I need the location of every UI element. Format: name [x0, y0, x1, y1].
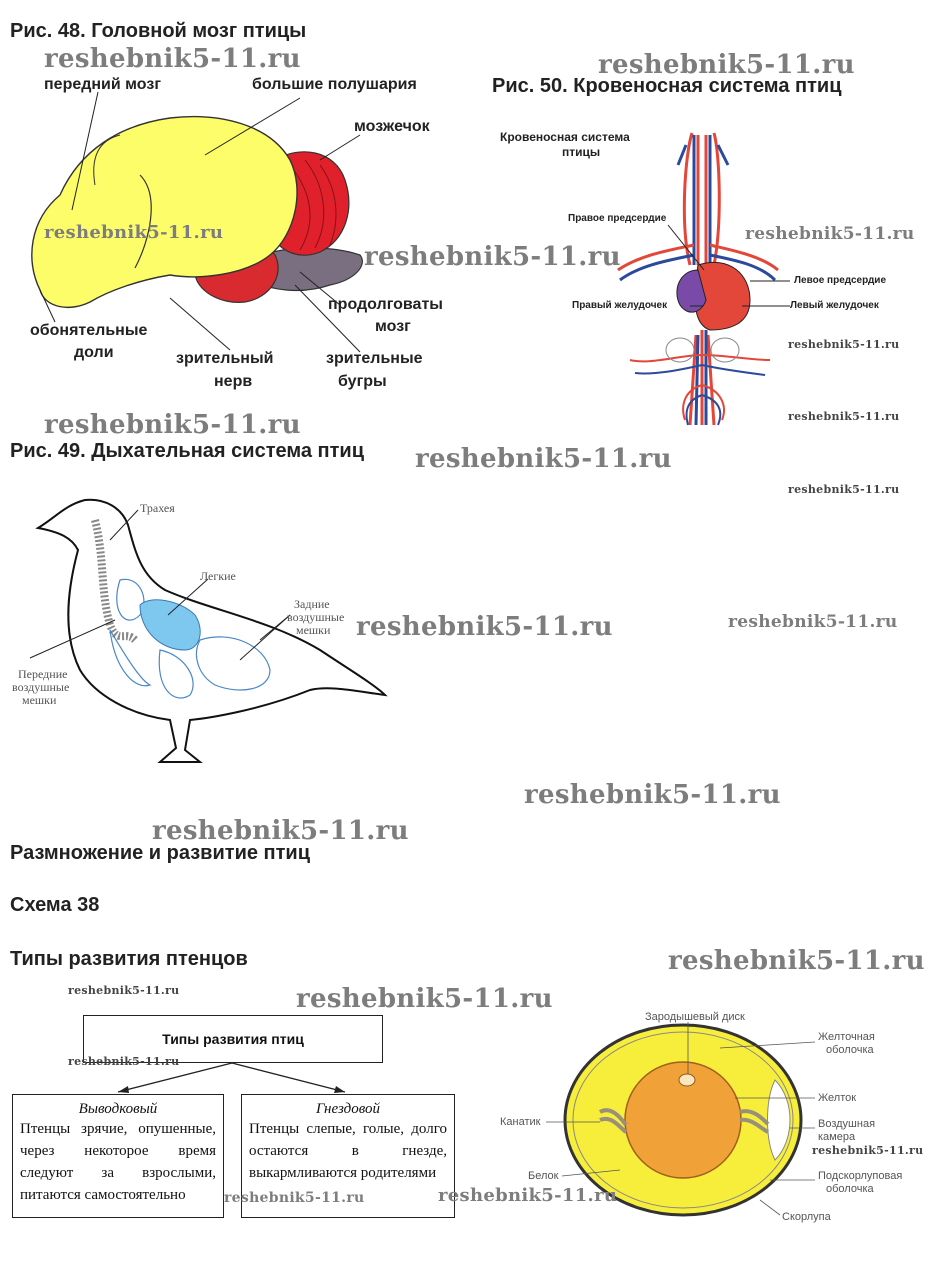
watermark: reshebnik5-11.ru: [356, 612, 613, 642]
label-olfactory-1: обонятельные: [30, 322, 148, 339]
label-shell-membrane-1: Подскорлуповая: [818, 1170, 903, 1182]
air-chamber-shape: [767, 1079, 791, 1161]
watermark: reshebnik5-11.ru: [44, 44, 301, 74]
label-albumen: Белок: [528, 1170, 559, 1182]
watermark: reshebnik5-11.ru: [788, 338, 900, 351]
watermark: reshebnik5-11.ru: [224, 1190, 365, 1206]
watermark: reshebnik5-11.ru: [438, 1185, 618, 1206]
label-cerebellum: мозжечок: [354, 118, 430, 135]
watermark: reshebnik5-11.ru: [524, 780, 781, 810]
fig50-title: Рис. 50. Кровеносная система птиц: [492, 75, 842, 97]
watermark: reshebnik5-11.ru: [788, 483, 900, 496]
diagram-root-box: Типы развития птиц: [83, 1015, 383, 1063]
label-forebrain: передний мозг: [44, 76, 161, 93]
watermark: reshebnik5-11.ru: [68, 1055, 180, 1068]
label-left-ventricle: Левый желудочек: [790, 300, 879, 311]
label-yolk-membrane-1: Желточная: [818, 1031, 875, 1043]
fig50-inner-title-1: Кровеносная система: [500, 130, 630, 144]
lung-shape: [139, 599, 201, 651]
label-optic-lobes-2: бугры: [338, 373, 387, 390]
label-anterior-1: Передние: [18, 667, 68, 681]
label-left-atrium: Левое предсердие: [794, 275, 887, 286]
watermark: reshebnik5-11.ru: [598, 50, 855, 80]
hemisphere-fissure: [134, 174, 152, 269]
watermark: reshebnik5-11.ru: [68, 984, 180, 997]
watermark: reshebnik5-11.ru: [44, 410, 301, 440]
label-optic-nerve-2: нерв: [214, 373, 253, 390]
label-optic-lobes-1: зрительные: [326, 350, 423, 367]
watermark: reshebnik5-11.ru: [296, 984, 553, 1014]
label-posterior-2: воздушные: [287, 610, 345, 624]
diagram-left-title: Выводковый: [78, 1101, 158, 1117]
label-right-ventricle: Правый желудочек: [572, 300, 668, 311]
label-posterior-3: мешки: [296, 623, 331, 637]
watermark: reshebnik5-11.ru: [152, 816, 409, 846]
watermark: reshebnik5-11.ru: [728, 612, 898, 632]
label-posterior-1: Задние: [294, 597, 330, 611]
watermark: reshebnik5-11.ru: [788, 410, 900, 423]
fig50-inner-title-2: птицы: [562, 145, 601, 159]
watermark: reshebnik5-11.ru: [44, 222, 224, 243]
chalaza-left: [598, 1108, 628, 1134]
label-medulla-2: мозг: [375, 318, 411, 335]
label-medulla-1: продолговаты: [328, 296, 443, 313]
label-shell: Скорлупа: [782, 1211, 831, 1223]
diagram-right-box: Гнездовой Птенцы слепые, голые, долго ос…: [241, 1094, 455, 1218]
diagram-root-label: Типы развития птиц: [162, 1031, 304, 1047]
label-chalaza: Канатик: [500, 1116, 541, 1128]
label-lungs: Легкие: [200, 569, 236, 583]
diagram-right-text: Птенцы слепые, голые, долго остаются в г…: [249, 1121, 447, 1181]
bird-outline: [35, 498, 388, 763]
diagram-left-text: Птенцы зрячие, опушенные, через некоторо…: [20, 1121, 216, 1203]
respiratory-illustration: [29, 498, 388, 763]
cerebellum-folds: [289, 159, 337, 251]
watermark: reshebnik5-11.ru: [415, 444, 672, 474]
germinal-disc-shape: [678, 1073, 696, 1087]
label-germinal-disc: Зародышевый диск: [645, 1011, 745, 1023]
label-right-atrium: Правое предсердие: [568, 213, 667, 224]
label-air-chamber-2: камера: [818, 1131, 856, 1143]
fig48-title: Рис. 48. Головной мозг птицы: [10, 20, 307, 42]
chalaza-right: [739, 1109, 770, 1134]
fig49-title: Рис. 49. Дыхательная система птиц: [10, 440, 365, 462]
label-air-chamber-1: Воздушная: [818, 1118, 876, 1130]
label-hemispheres: большие полушария: [252, 76, 417, 93]
hemispheres-shape: [31, 115, 298, 309]
trachea-shape: [91, 519, 138, 644]
brain-illustration: [31, 91, 363, 353]
section-subtitle: Типы развития птенцов: [10, 948, 248, 970]
olfactory-fissure: [93, 134, 121, 186]
scheme-title: Схема 38: [10, 894, 100, 916]
watermark: reshebnik5-11.ru: [812, 1144, 924, 1157]
watermark: reshebnik5-11.ru: [745, 224, 915, 244]
watermark: reshebnik5-11.ru: [364, 242, 621, 272]
label-anterior-2: воздушные: [12, 680, 70, 694]
diagram-left-box: Выводковый Птенцы зрячие, опушенные, чер…: [12, 1094, 224, 1218]
section-title: Размножение и развитие птиц: [10, 842, 311, 864]
label-trachea: Трахея: [140, 501, 175, 515]
label-yolk: Желток: [818, 1092, 857, 1104]
egg-illustration: [563, 1023, 803, 1217]
watermark: reshebnik5-11.ru: [668, 946, 925, 976]
diagram-right-title: Гнездовой: [315, 1101, 381, 1117]
label-shell-membrane-2: оболочка: [826, 1183, 874, 1195]
label-yolk-membrane-2: оболочка: [826, 1044, 874, 1056]
label-anterior-3: мешки: [22, 693, 57, 707]
label-olfactory-2: доли: [74, 344, 114, 361]
label-optic-nerve-1: зрительный: [176, 350, 274, 367]
